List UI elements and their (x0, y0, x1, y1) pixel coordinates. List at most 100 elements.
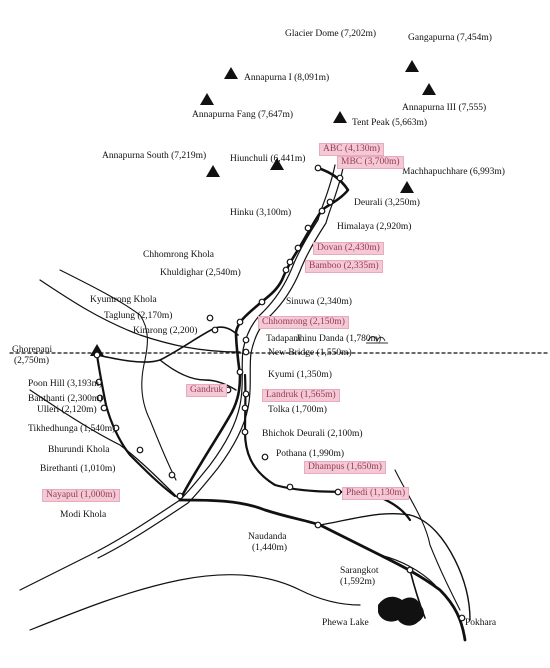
peak-label-machhapuchhare: Machhapuchhare (6,993m) (402, 167, 505, 177)
modi-khola-river (19, 164, 336, 591)
place-new-bridge: New Bridge (1,550m) (268, 348, 352, 358)
peak-triangle-gangapurna (405, 60, 419, 72)
place-chhomrong: Chhomrong (2,150m) (258, 316, 349, 329)
peak-label-annapurna-fang: Annapurna Fang (7,647m) (192, 110, 294, 120)
node-landruk (242, 390, 250, 398)
peak-triangle-annapurna-fang (200, 93, 214, 105)
node-abc (314, 164, 322, 172)
node-deurali (326, 198, 334, 206)
phewa-lake-shape (378, 596, 424, 626)
node-sinuwa (258, 298, 266, 306)
node-poon-hill (95, 378, 103, 386)
place-deurali: Deurali (3,250m) (354, 198, 420, 208)
node-jhinu (242, 336, 250, 344)
node-phedi (334, 488, 342, 496)
peak-triangle-hiunchuli (270, 158, 284, 170)
peak-label-tent-peak: Tent Peak (5,663m) (352, 118, 428, 128)
node-new-bridge (242, 348, 250, 356)
place-sarangkot: Sarangkot (340, 566, 379, 576)
tadapani-trail (159, 359, 237, 391)
node-kimrong (211, 326, 219, 334)
place-jhinu-danda: Jhinu Danda (1,780m) (296, 334, 382, 344)
place-bhurundi-khola: Bhurundi Khola (48, 445, 110, 455)
place-banthanti: Banthanti (2,300m) (28, 394, 103, 404)
node-banthanti (96, 394, 104, 402)
place-taglung: Taglung (2,170m) (104, 311, 173, 321)
peak-label-annapurna-south: Annapurna South (7,219m) (102, 151, 207, 161)
place-birethanti: Birethanti (1,010m) (40, 464, 116, 474)
ghorepani-trail-2 (96, 326, 239, 363)
node-pothana (261, 453, 269, 461)
place-nayapul: Nayapul (1,000m) (42, 489, 120, 502)
place-dovan: Dovan (2,430m) (313, 242, 384, 255)
river-south-2 (379, 554, 436, 586)
place-pothana: Pothana (1,990m) (276, 449, 345, 459)
place-tikhedhunga: Tikhedhunga (1,540m) (28, 424, 116, 434)
peak-label-annapurna-i: Annapurna I (8,091m) (244, 73, 330, 83)
place-mbc: MBC (3,700m) (337, 156, 404, 169)
node-dhampus (286, 483, 294, 491)
place-gandruk: Gandruk (186, 384, 228, 397)
trail-nodes (93, 164, 466, 622)
node-himalaya (304, 224, 312, 232)
peak-label-hiunchuli: Hiunchuli (6,441m) (230, 154, 306, 164)
place-tolka: Tolka (1,700m) (268, 405, 327, 415)
ridge-left (59, 269, 177, 481)
place-ulleri: Ulleri (2,120m) (37, 405, 97, 415)
place-chhomrong-khola: Chhomrong Khola (143, 250, 214, 260)
node-bhichok (241, 428, 249, 436)
place-dhampus: Dhampus (1,650m) (304, 461, 386, 474)
node-naudanda (314, 521, 322, 529)
node-sarangkot (406, 566, 414, 574)
place-bamboo: Bamboo (2,335m) (305, 260, 383, 273)
node-chhomrong (236, 318, 244, 326)
main-trail (178, 166, 350, 502)
place-tadapani: Tadapani (266, 334, 301, 344)
place-himalaya: Himalaya (2,920m) (337, 222, 412, 232)
peak-triangle-annapurna-iii (422, 83, 436, 95)
place-hinku: Hinku (3,100m) (230, 208, 292, 218)
node-ghorepani (93, 351, 101, 359)
kyumrong-khola (39, 279, 241, 353)
node-ulleri (100, 404, 108, 412)
peak-triangle-tent-peak (333, 111, 347, 123)
place-ghorepani: Ghorepani (12, 345, 53, 355)
node-kuldighar (282, 266, 290, 274)
peak-triangle-annapurna-south (206, 165, 220, 177)
node-pokhara (458, 614, 466, 622)
sketch-mark (366, 336, 388, 344)
node-dovan (294, 244, 302, 252)
node-kyumi (236, 368, 244, 376)
peak-label-gangapurna: Gangapurna (7,454m) (408, 33, 492, 43)
place-abc: ABC (4,130m) (319, 143, 384, 156)
peak-label-glacier-dome: Glacier Dome (7,202m) (285, 29, 377, 39)
place-kyumrong-khola: Kyumrong Khola (90, 295, 157, 305)
place-naudanda-alt: (1,440m) (252, 543, 288, 553)
node-tikhedhunga (112, 424, 120, 432)
place-kimrong: Kimrong (2,200) (133, 326, 198, 336)
place-poon-hill: Poon Hill (3,193m) (28, 379, 103, 389)
place-kuldighar: Khuldighar (2,540m) (160, 268, 241, 278)
node-birethanti (168, 471, 176, 479)
place-naudanda: Naudanda (248, 532, 287, 542)
place-phedi: Phedi (1,130m) (342, 487, 410, 500)
node-nayapul (176, 492, 184, 500)
node-hinku (318, 207, 326, 215)
place-pokhara: Pokhara (465, 618, 497, 628)
place-sinuwa: Sinuwa (2,340m) (286, 297, 352, 307)
node-taglung (206, 314, 214, 322)
place-kyumi: Kyumi (1,350m) (268, 370, 332, 380)
peak-triangle-machhapuchhare (400, 181, 414, 193)
peak-triangle-annapurna-i (224, 67, 238, 79)
node-mbc (336, 174, 344, 182)
road-pokhara-side (319, 512, 471, 621)
node-bhurundi (136, 446, 144, 454)
place-modi-khola: Modi Khola (60, 510, 107, 520)
place-bhichok-deurali: Bhichok Deurali (2,100m) (262, 429, 363, 439)
place-landruk: Landruk (1,565m) (262, 389, 340, 402)
peak-label-annapurna-iii: Annapurna III (7,555) (402, 103, 487, 113)
sarangkot-trail (319, 524, 426, 619)
node-bamboo (286, 258, 294, 266)
place-phewa-lake: Phewa Lake (322, 618, 369, 628)
